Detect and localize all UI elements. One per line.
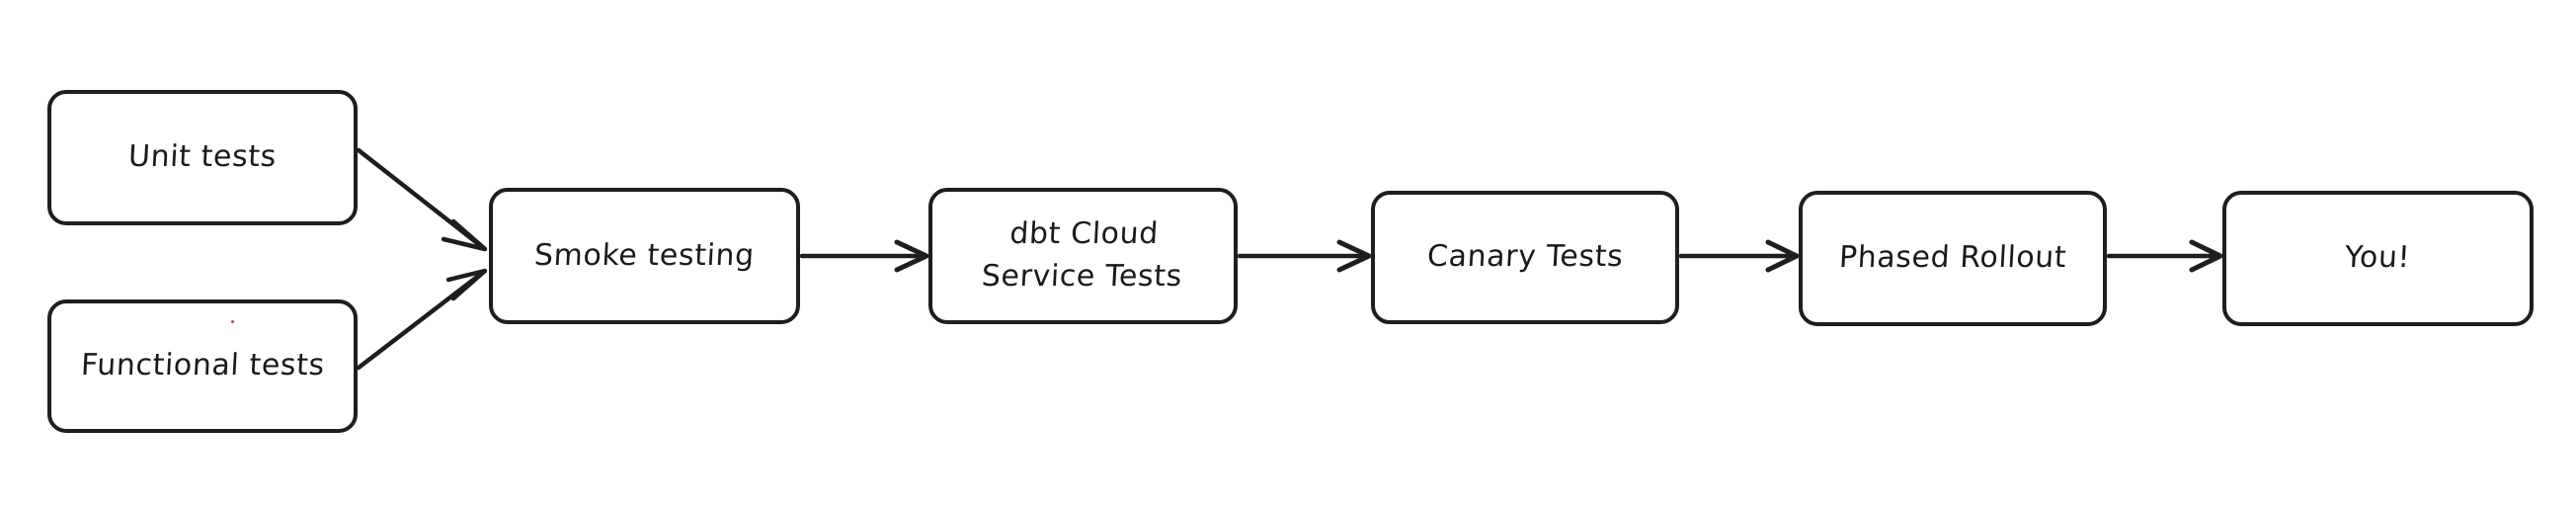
edge-phased-rollout-to-you [2106, 239, 2223, 273]
edge-canary-tests-to-phased-rollout [1678, 239, 1800, 273]
node-unit-tests-label: Unit tests [127, 139, 278, 175]
edge-functional-tests-to-smoke-testing [356, 268, 488, 371]
node-smoke-testing[interactable]: Smoke testing [489, 188, 800, 324]
node-dbt-cloud-service-tests[interactable]: dbt Cloud Service Tests [928, 188, 1238, 324]
node-canary-tests-label: Canary Tests [1425, 239, 1625, 275]
node-phased-rollout[interactable]: Phased Rollout [1799, 191, 2107, 326]
edge-unit-tests-to-smoke-testing [356, 147, 488, 252]
node-canary-tests[interactable]: Canary Tests [1371, 191, 1679, 324]
node-dbt-cloud-service-tests-label: dbt Cloud Service Tests [981, 216, 1183, 294]
edge-smoke-testing-to-dbt-cloud [799, 239, 929, 273]
node-functional-tests[interactable]: Functional tests [47, 299, 358, 433]
node-smoke-testing-label: Smoke testing [533, 237, 756, 273]
node-phased-rollout-label: Phased Rollout [1838, 240, 2068, 276]
node-you[interactable]: You! [2222, 191, 2534, 326]
node-you-label: You! [2344, 240, 2412, 276]
node-functional-tests-label: Functional tests [79, 348, 326, 383]
ink-speck [231, 320, 234, 323]
node-unit-tests[interactable]: Unit tests [47, 90, 358, 225]
edge-dbt-cloud-to-canary-tests [1237, 239, 1372, 273]
